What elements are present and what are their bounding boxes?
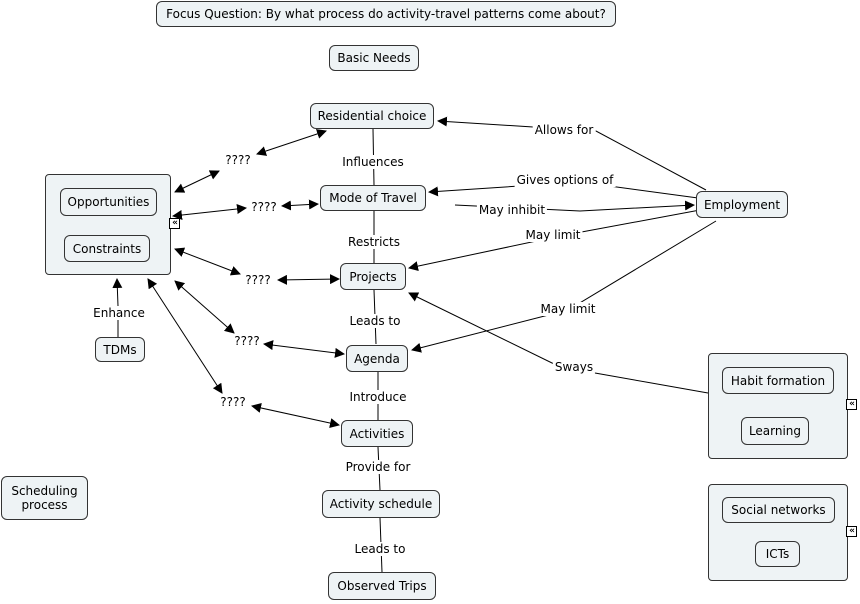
node-basic-needs[interactable]: Basic Needs xyxy=(329,45,419,71)
focus-question: Focus Question: By what process do activ… xyxy=(156,1,616,27)
node-agenda[interactable]: Agenda xyxy=(346,345,408,372)
edge-employment-allowsfor xyxy=(437,116,707,191)
group-social-icts[interactable]: Social networks ICTs xyxy=(708,484,848,581)
label-unknown-4: ???? xyxy=(232,334,262,348)
node-activity-schedule[interactable]: Activity schedule xyxy=(322,490,440,518)
label-may-limit-1: May limit xyxy=(523,228,583,242)
label-enhance: Enhance xyxy=(91,306,147,320)
label-restricts: Restricts xyxy=(346,235,402,249)
label-gives-options-of: Gives options of xyxy=(514,173,616,187)
label-unknown-1: ???? xyxy=(223,153,253,167)
node-opportunities[interactable]: Opportunities xyxy=(60,188,157,216)
label-unknown-5: ???? xyxy=(218,395,248,409)
edge-unknown4-left xyxy=(174,280,235,334)
node-habit-formation[interactable]: Habit formation xyxy=(722,367,834,394)
node-activities[interactable]: Activities xyxy=(341,420,413,447)
edge-unknown5-left xyxy=(147,278,223,394)
edge-unknown3-right xyxy=(277,274,340,285)
node-scheduling-process[interactable]: Scheduling process xyxy=(1,476,88,520)
edge-unknown2-left xyxy=(172,204,247,220)
double-chevron-left-icon[interactable]: « xyxy=(169,218,180,229)
label-leads-to-2: Leads to xyxy=(352,542,408,556)
node-employment[interactable]: Employment xyxy=(696,191,788,218)
label-may-limit-2: May limit xyxy=(538,302,598,316)
double-chevron-left-icon[interactable]: « xyxy=(846,526,857,537)
edge-unknown1-left xyxy=(174,170,220,193)
node-learning[interactable]: Learning xyxy=(741,417,809,445)
node-icts[interactable]: ICTs xyxy=(755,541,800,567)
edge-unknown5-right xyxy=(251,403,340,428)
node-mode-of-travel[interactable]: Mode of Travel xyxy=(320,185,426,211)
group-opportunities-constraints[interactable]: Opportunities Constraints xyxy=(45,174,171,275)
double-chevron-left-icon[interactable]: « xyxy=(846,399,857,410)
label-sways: Sways xyxy=(552,360,596,374)
edge-tdms-enhance xyxy=(117,279,118,337)
label-provide-for: Provide for xyxy=(343,460,413,474)
edge-unknown3-left xyxy=(174,247,241,276)
group-habit-learning[interactable]: Habit formation Learning xyxy=(708,353,848,459)
label-unknown-2: ???? xyxy=(249,200,279,214)
node-tdms[interactable]: TDMs xyxy=(95,337,145,362)
node-residential-choice[interactable]: Residential choice xyxy=(310,103,434,129)
node-social-networks[interactable]: Social networks xyxy=(722,497,835,523)
edge-unknown1-right xyxy=(256,129,327,156)
node-observed-trips[interactable]: Observed Trips xyxy=(328,572,436,600)
label-introduce: Introduce xyxy=(347,390,409,404)
label-allows-for: Allows for xyxy=(532,123,596,137)
node-constraints[interactable]: Constraints xyxy=(64,235,150,262)
node-projects[interactable]: Projects xyxy=(340,263,406,290)
label-leads-to-1: Leads to xyxy=(347,314,403,328)
label-may-inhibit: May inhibit xyxy=(476,203,548,217)
edge-unknown2-right xyxy=(281,199,319,211)
edge-unknown4-right xyxy=(263,340,345,358)
label-influences: Influences xyxy=(340,155,406,169)
label-unknown-3: ???? xyxy=(243,273,273,287)
